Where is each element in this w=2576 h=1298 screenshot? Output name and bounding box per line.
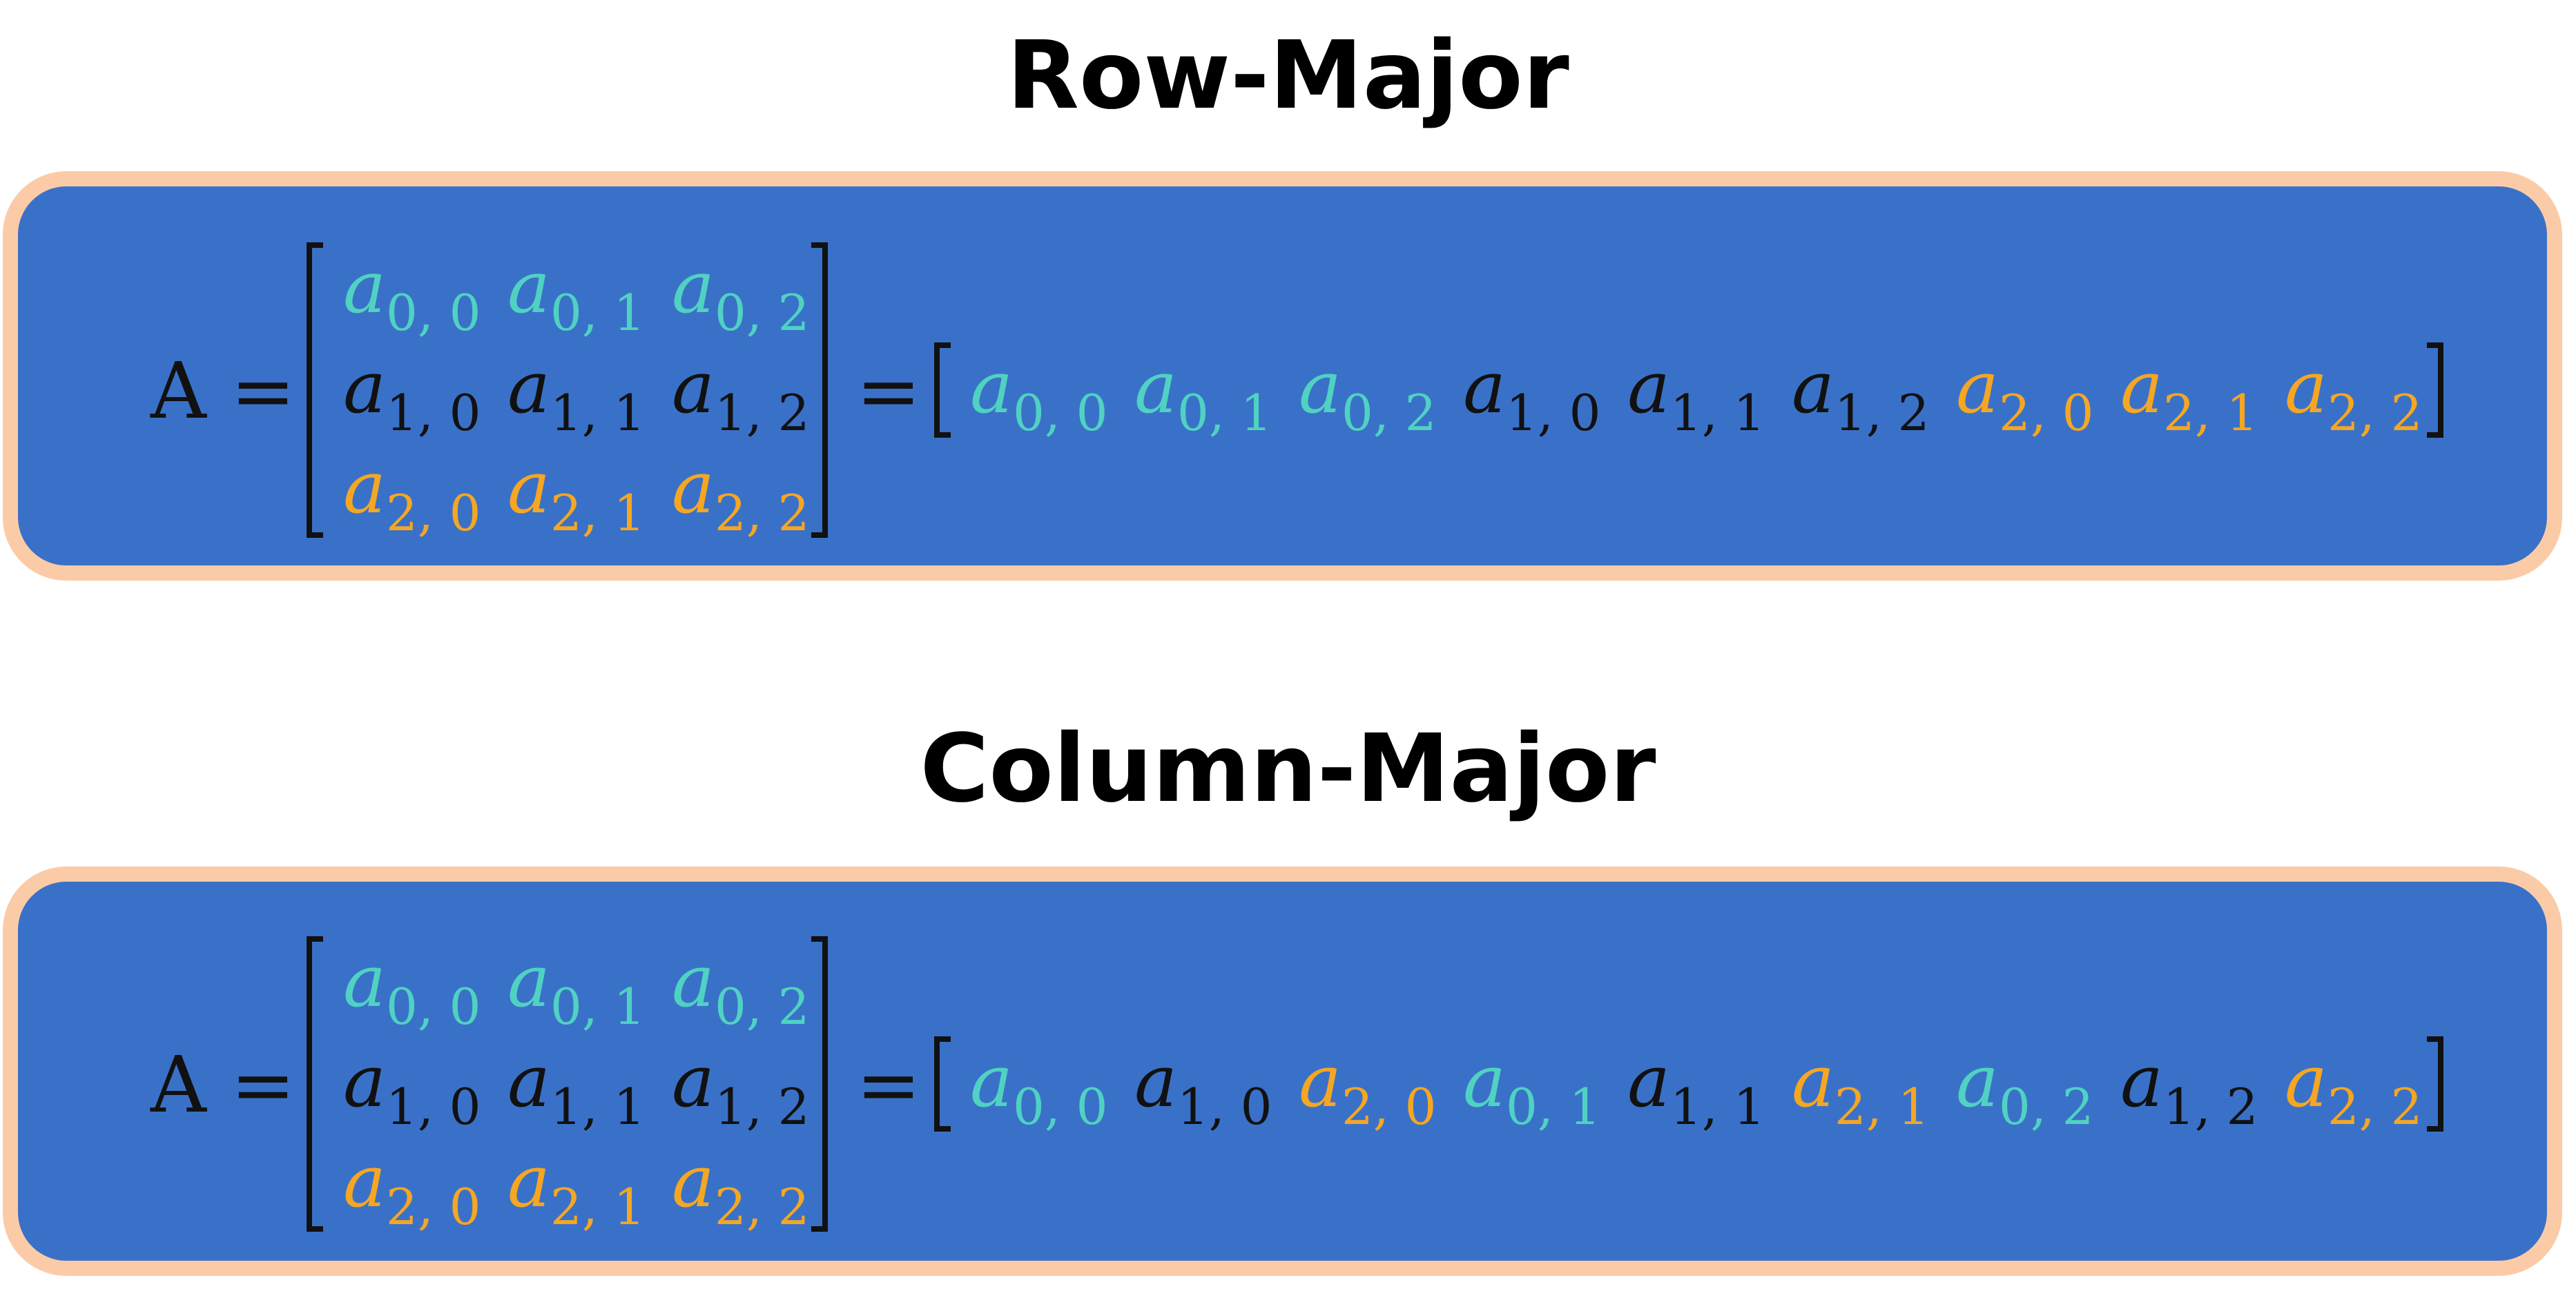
vector-cell: a2, 2 xyxy=(2285,1039,2422,1136)
matrix-left-bracket xyxy=(307,936,323,1232)
vector-cell: a0, 0 xyxy=(970,1039,1107,1136)
vector-cell: a1, 2 xyxy=(1792,345,1929,442)
matrix-cell: a1, 2 xyxy=(672,1039,809,1136)
row-major-panel xyxy=(3,171,2562,581)
vector-cell: a2, 0 xyxy=(1299,1039,1436,1136)
vector-left-bracket xyxy=(934,342,951,438)
vector-cell: a1, 0 xyxy=(1134,1039,1272,1136)
vector-right-bracket xyxy=(2427,1036,2443,1132)
matrix-cell: a0, 0 xyxy=(343,245,481,342)
matrix-cell: a0, 0 xyxy=(343,939,481,1036)
column-major-panel xyxy=(3,866,2562,1276)
matrix-left-bracket xyxy=(307,242,323,538)
matrix-cell: a2, 2 xyxy=(672,1139,809,1236)
vector-cell: a1, 1 xyxy=(1627,345,1765,442)
equals-sign: = xyxy=(231,347,296,436)
lhs-symbol: A xyxy=(150,347,207,436)
matrix-cell: a2, 1 xyxy=(507,1139,645,1236)
vector-cell: a2, 1 xyxy=(1792,1039,1929,1136)
row-major-equation: A = a0, 0 a0, 1 a0, 2 a1, 0 a1, 1 a1, 2 a2, 0 a2,… xyxy=(150,242,2443,542)
vector-cell: a1, 0 xyxy=(1463,345,1600,442)
vector-cell: a0, 0 xyxy=(970,345,1107,442)
matrix-cell: a1, 0 xyxy=(343,345,481,442)
row-major-title: Row-Major xyxy=(1007,21,1569,130)
matrix-cell: a0, 1 xyxy=(507,939,645,1036)
equals-sign: = xyxy=(856,347,921,436)
vector-cell: a2, 2 xyxy=(2285,345,2422,442)
vector-cell: a0, 1 xyxy=(1463,1039,1600,1136)
vector-cell: a1, 1 xyxy=(1627,1039,1765,1136)
matrix-cell: a0, 1 xyxy=(507,245,645,342)
matrix-cell: a1, 1 xyxy=(507,345,645,442)
vector-left-bracket xyxy=(934,1036,951,1132)
vector-cell: a0, 2 xyxy=(1299,345,1436,442)
matrix-cell: a1, 0 xyxy=(343,1039,481,1136)
matrix-right-bracket xyxy=(811,936,828,1232)
vector-cell: a2, 1 xyxy=(2120,345,2258,442)
vector-right-bracket xyxy=(2427,342,2443,438)
vector-cell: a0, 2 xyxy=(1956,1039,2093,1136)
vector-cell: a0, 1 xyxy=(1134,345,1272,442)
matrix-cell: a2, 1 xyxy=(507,445,645,542)
lhs-symbol: A xyxy=(150,1040,207,1130)
vector-cell: a1, 2 xyxy=(2120,1039,2258,1136)
matrix-cell: a2, 0 xyxy=(343,445,481,542)
matrix-cell: a1, 1 xyxy=(507,1039,645,1136)
matrix-cell: a2, 0 xyxy=(343,1139,481,1236)
vector-cell: a2, 0 xyxy=(1956,345,2093,442)
matrix-cell: a2, 2 xyxy=(672,445,809,542)
matrix-cell: a0, 2 xyxy=(672,245,809,342)
matrix-cell: a0, 2 xyxy=(672,939,809,1036)
matrix-cell: a1, 2 xyxy=(672,345,809,442)
column-major-title: Column-Major xyxy=(920,715,1656,824)
equals-sign: = xyxy=(856,1040,921,1130)
matrix-right-bracket xyxy=(811,242,828,538)
equals-sign: = xyxy=(231,1040,296,1130)
